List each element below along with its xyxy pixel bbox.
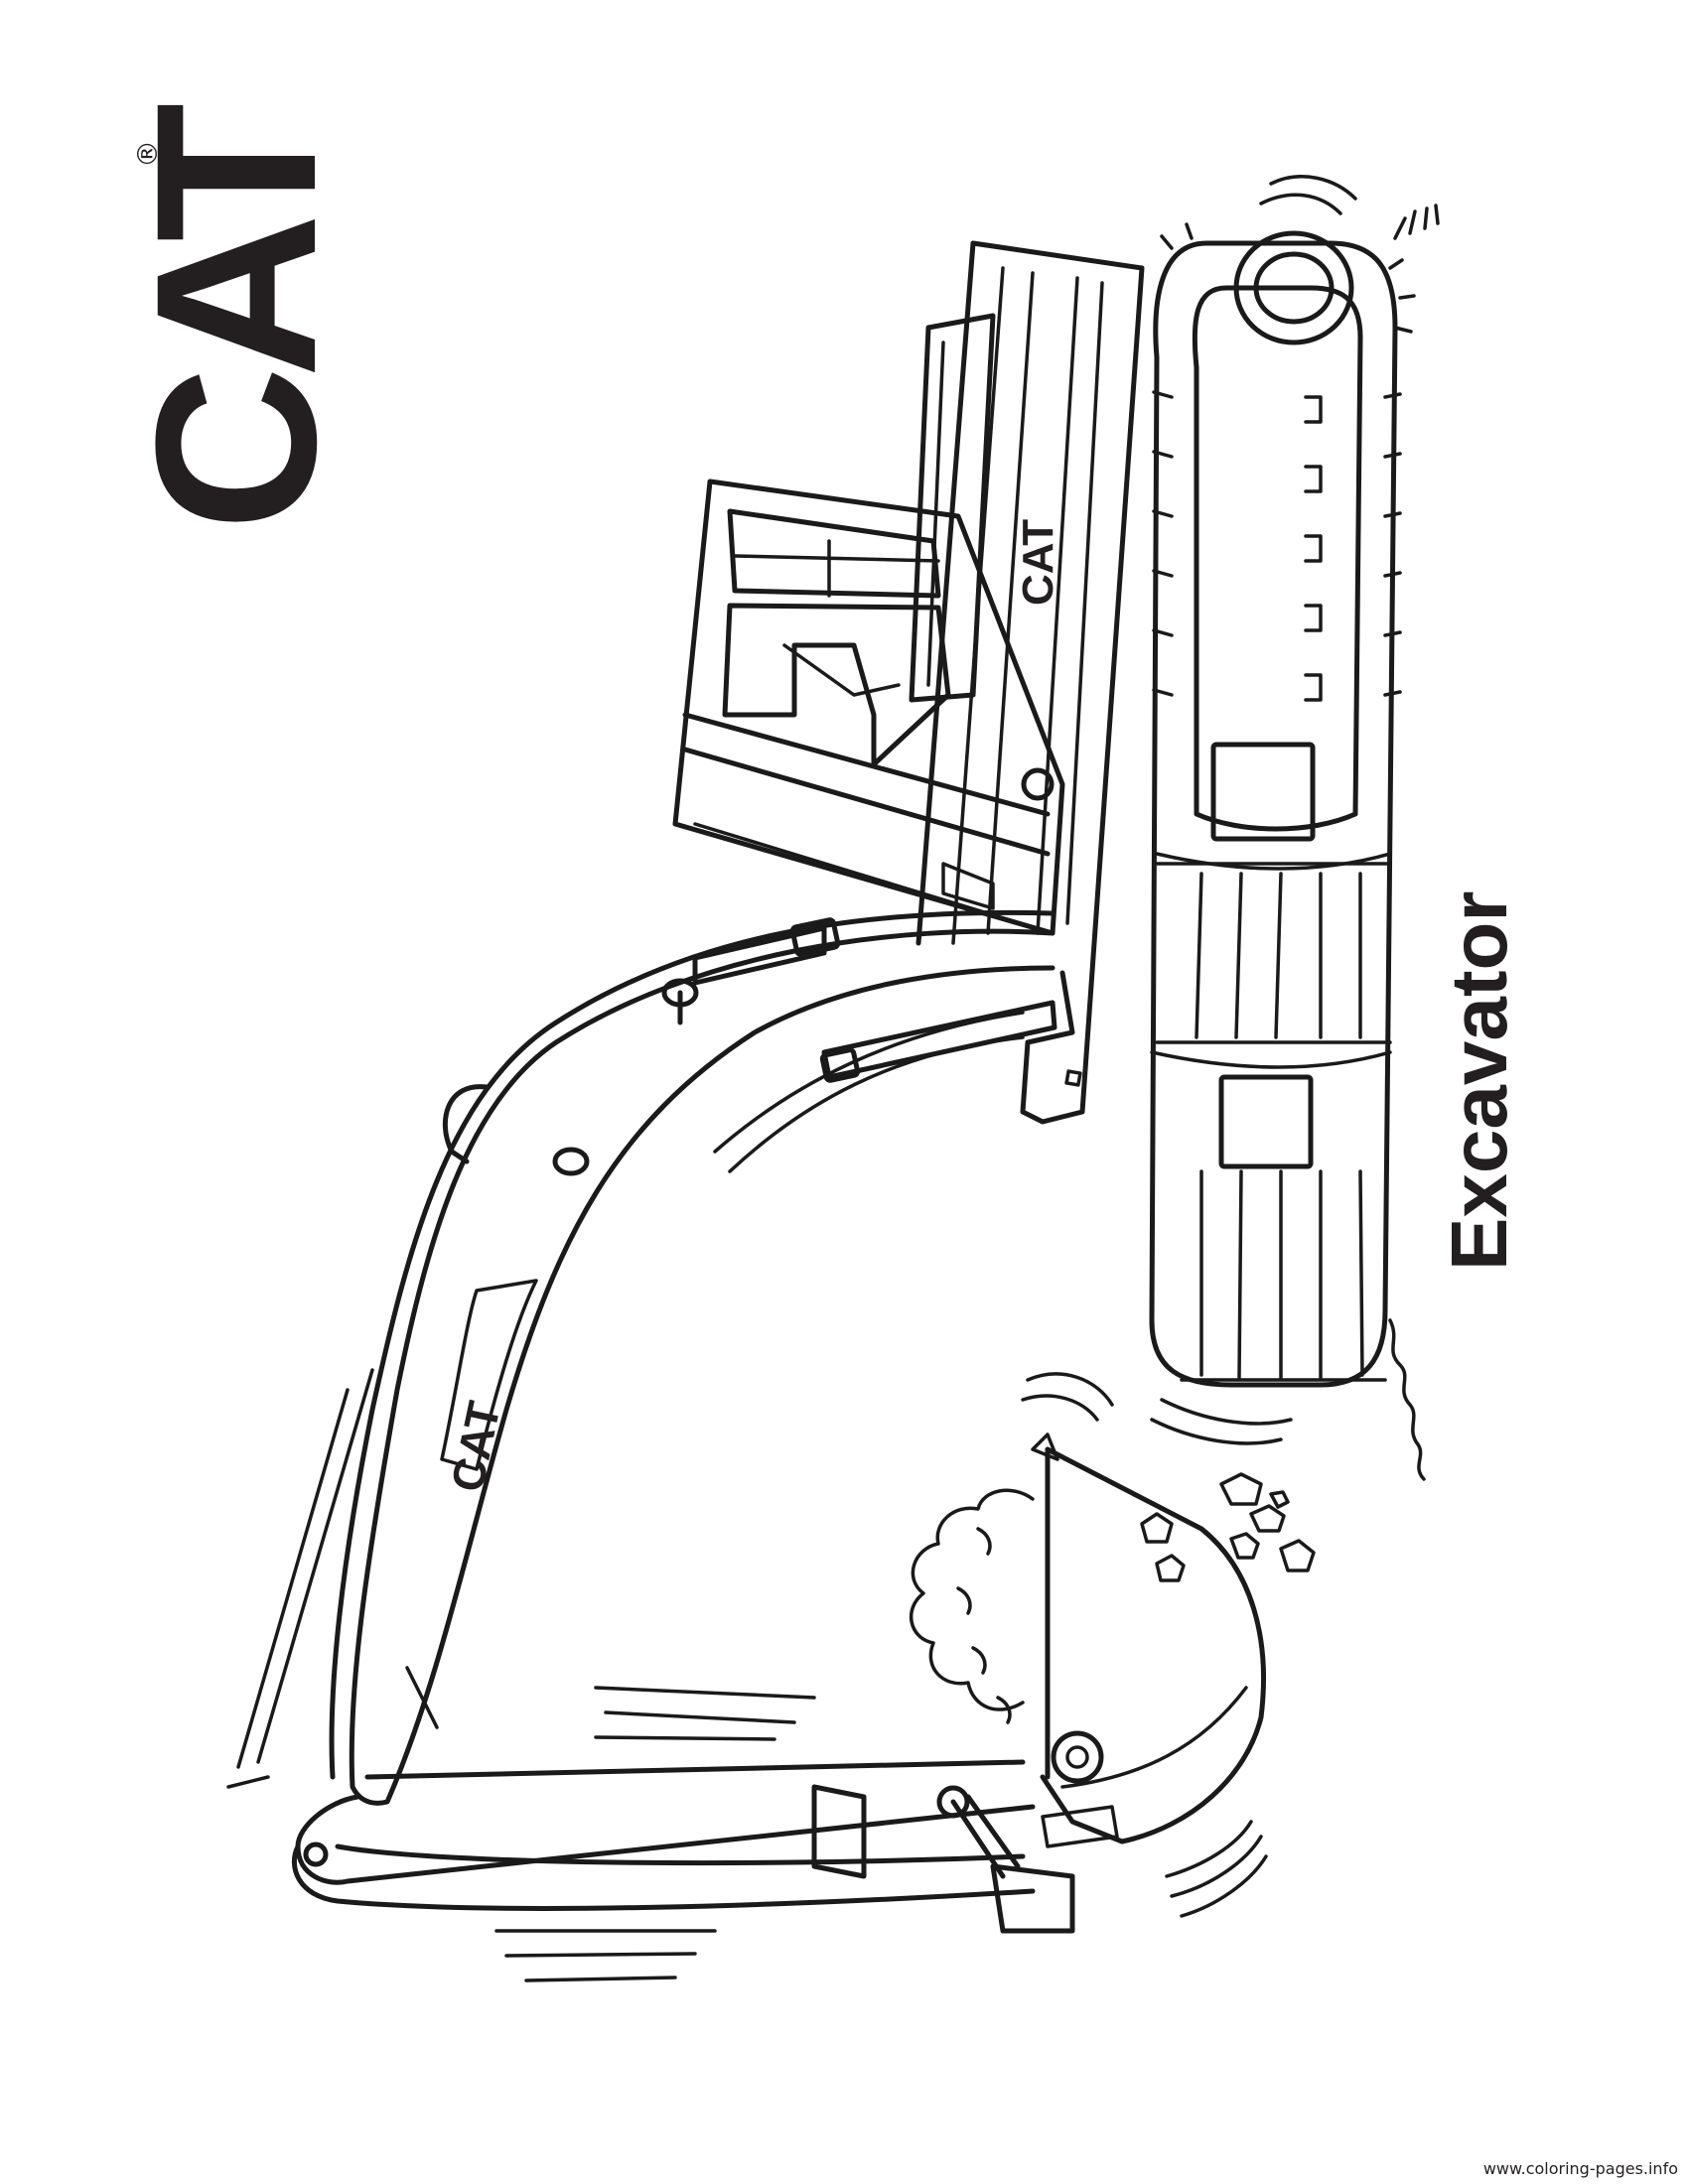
crawler-track (1149, 175, 1440, 1481)
upper-body (909, 240, 1145, 1125)
cat-logo-text: CAT (108, 114, 363, 531)
stick-arm (226, 1368, 1119, 1934)
boom (329, 909, 1057, 1806)
source-credit: www.coloring-pages.info (1482, 2159, 1678, 2178)
cat-logo: CAT ® (108, 114, 363, 531)
bucket (494, 1372, 1316, 1982)
cab-decal-text: CAT (1014, 519, 1062, 606)
page-title: Excavator (1435, 890, 1523, 1271)
registered-mark: ® (131, 140, 164, 168)
cab-decal: CAT (1014, 519, 1062, 606)
